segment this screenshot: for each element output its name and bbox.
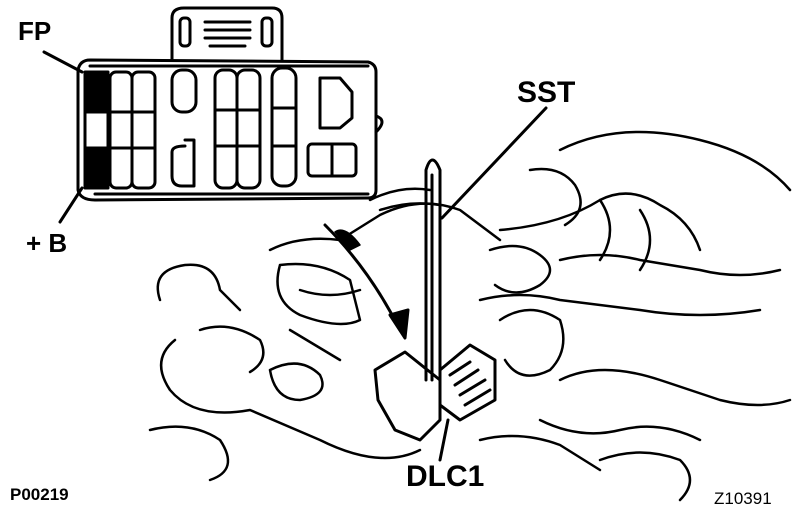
check-connector (42, 6, 384, 224)
figure-code-left: P00219 (10, 485, 69, 504)
figure-code-right: Z10391 (714, 489, 772, 508)
plus-b-label: + B (26, 228, 68, 258)
sst-label: SST (517, 76, 576, 109)
plus-b-terminal (83, 146, 110, 190)
engine-bay (148, 130, 792, 502)
sst-tool (424, 106, 548, 382)
dlc1-label: DLC1 (406, 460, 485, 493)
fp-terminal (83, 70, 110, 114)
dlc1-connector (373, 343, 497, 462)
fp-label: FP (18, 16, 52, 46)
